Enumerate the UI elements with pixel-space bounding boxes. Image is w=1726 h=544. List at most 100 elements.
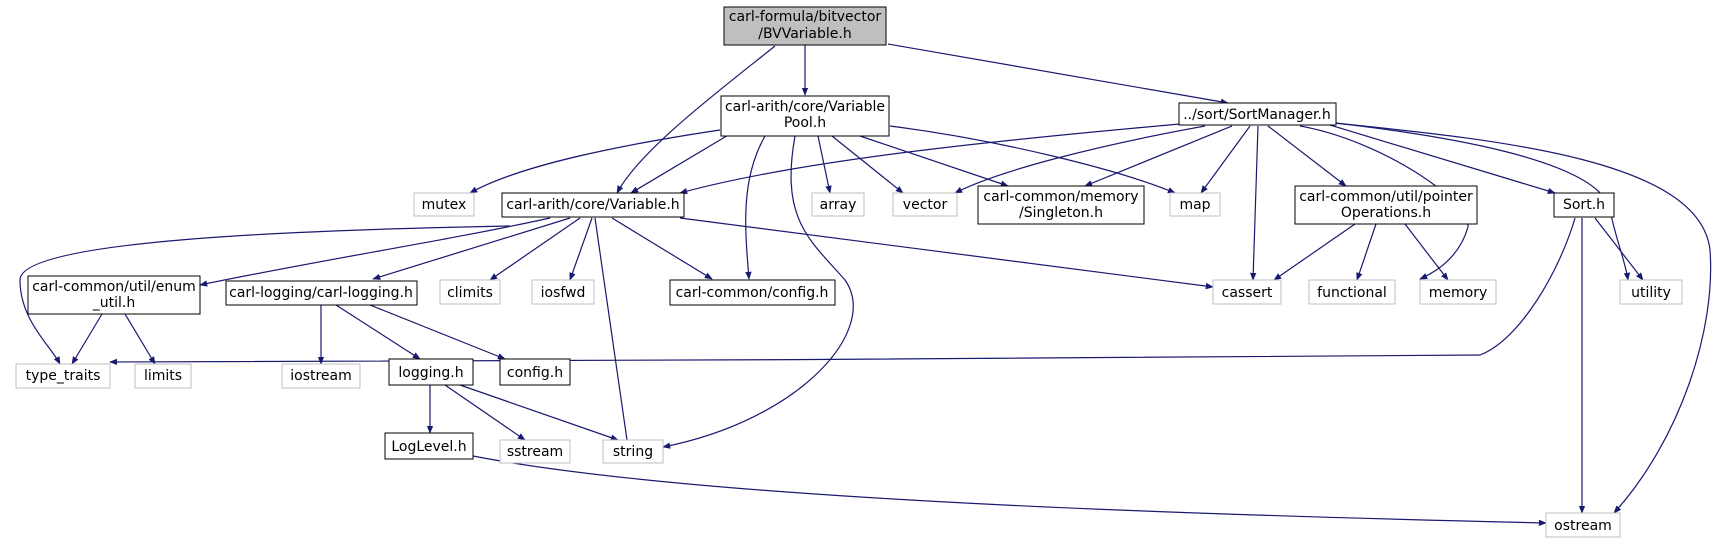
node-functional[interactable]: functional bbox=[1308, 279, 1396, 305]
node-memory[interactable]: memory bbox=[1419, 279, 1497, 305]
node-string-label: string bbox=[613, 444, 653, 460]
node-type-traits[interactable]: type_traits bbox=[15, 363, 111, 389]
node-carl-logging-label: carl-logging/carl-logging.h bbox=[229, 285, 413, 301]
node-loglevel[interactable]: LogLevel.h bbox=[384, 432, 474, 460]
nodes: carl-formula/bitvector /BVVariable.h car… bbox=[15, 6, 1683, 538]
node-sstream[interactable]: sstream bbox=[499, 439, 571, 464]
node-root-line-2: /BVVariable.h bbox=[758, 26, 851, 42]
node-variable-pool[interactable]: carl-arith/core/Variable Pool.h bbox=[720, 95, 890, 137]
node-cassert[interactable]: cassert bbox=[1212, 279, 1282, 305]
edge-variable-to-carl-logging bbox=[372, 217, 571, 280]
edge-root-to-variable bbox=[616, 45, 776, 194]
edge-sort-manager-to-variable bbox=[679, 123, 1181, 195]
node-sort-manager[interactable]: ../sort/SortManager.h bbox=[1178, 102, 1337, 126]
node-mutex[interactable]: mutex bbox=[413, 192, 475, 217]
edge-variable-pool-to-vector bbox=[831, 135, 904, 194]
edge-pointer-ops-to-cassert bbox=[1273, 223, 1356, 281]
node-memory-label: memory bbox=[1429, 285, 1488, 301]
edge-sort-manager-to-pointer-ops bbox=[1267, 125, 1347, 187]
edge-variable-pool-to-singleton bbox=[859, 135, 1009, 187]
edge-variable-to-iosfwd bbox=[569, 217, 593, 281]
node-singleton[interactable]: carl-common/memory /Singleton.h bbox=[977, 185, 1145, 225]
node-enum-util-line-2: _util.h bbox=[92, 295, 135, 311]
edge-sort-manager-to-vector bbox=[954, 125, 1206, 194]
node-variable-pool-line-2: Pool.h bbox=[784, 115, 826, 131]
node-array[interactable]: array bbox=[811, 192, 865, 217]
edge-enum-util-to-type-traits bbox=[71, 313, 103, 365]
node-utility-label: utility bbox=[1631, 285, 1671, 301]
edge-variable-to-climits bbox=[489, 217, 581, 281]
node-sort[interactable]: Sort.h bbox=[1553, 192, 1615, 218]
node-vector-label: vector bbox=[903, 197, 948, 213]
node-enum-util-line-1: carl-common/util/enum bbox=[32, 279, 196, 295]
node-config[interactable]: config.h bbox=[499, 358, 571, 386]
node-iostream-label: iostream bbox=[290, 368, 352, 384]
node-variable-pool-line-1: carl-arith/core/Variable bbox=[725, 99, 885, 115]
node-array-label: array bbox=[820, 197, 857, 213]
node-limits[interactable]: limits bbox=[134, 363, 192, 389]
edge-logging-to-string bbox=[459, 384, 619, 441]
node-carl-logging[interactable]: carl-logging/carl-logging.h bbox=[225, 280, 418, 306]
edge-variable-to-string bbox=[594, 217, 631, 448]
node-sstream-label: sstream bbox=[507, 444, 563, 460]
node-mutex-label: mutex bbox=[422, 197, 467, 213]
node-limits-label: limits bbox=[144, 368, 182, 384]
edge-sort-manager-to-singleton bbox=[1084, 125, 1233, 187]
edge-loglevel-to-ostream bbox=[472, 455, 1547, 527]
node-logging[interactable]: logging.h bbox=[388, 358, 474, 386]
node-sort-manager-label: ../sort/SortManager.h bbox=[1183, 107, 1331, 123]
node-ostream-label: ostream bbox=[1554, 518, 1612, 534]
edge-sort-manager-to-map bbox=[1200, 125, 1251, 194]
node-type-traits-label: type_traits bbox=[26, 368, 101, 384]
edge-variable-to-enum-util bbox=[199, 217, 551, 287]
node-sort-label: Sort.h bbox=[1563, 197, 1605, 213]
node-pointer-ops-line-1: carl-common/util/pointer bbox=[1299, 189, 1473, 205]
node-iostream[interactable]: iostream bbox=[281, 363, 361, 389]
edge-enum-util-to-limits bbox=[124, 313, 156, 365]
node-root-line-1: carl-formula/bitvector bbox=[729, 9, 882, 25]
edge-carl-logging-to-logging bbox=[335, 304, 421, 360]
edge-variable-pool-to-mutex bbox=[469, 129, 721, 194]
node-enum-util[interactable]: carl-common/util/enum _util.h bbox=[27, 275, 201, 315]
edge-sort-manager-to-sort bbox=[1319, 121, 1556, 194]
node-vector[interactable]: vector bbox=[892, 192, 958, 217]
node-variable[interactable]: carl-arith/core/Variable.h bbox=[501, 192, 685, 218]
edge-variable-to-carl-config bbox=[611, 217, 713, 280]
edge-pointer-ops-to-memory bbox=[1404, 223, 1449, 281]
edge-variable-pool-to-array bbox=[817, 135, 832, 194]
node-singleton-line-2: /Singleton.h bbox=[1019, 205, 1103, 221]
edge-pointer-ops-to-functional bbox=[1356, 223, 1377, 281]
edge-carl-logging-to-config bbox=[369, 304, 506, 360]
node-utility[interactable]: utility bbox=[1619, 279, 1683, 305]
node-logging-label: logging.h bbox=[398, 365, 463, 381]
edge-variable-pool-to-carl-config bbox=[745, 135, 766, 280]
node-carl-config-label: carl-common/config.h bbox=[676, 285, 829, 301]
node-string[interactable]: string bbox=[602, 439, 664, 464]
node-pointer-ops-line-2: Operations.h bbox=[1341, 205, 1431, 221]
node-map-label: map bbox=[1179, 197, 1210, 213]
node-ostream[interactable]: ostream bbox=[1545, 512, 1621, 538]
node-config-label: config.h bbox=[507, 365, 563, 381]
node-climits-label: climits bbox=[447, 285, 493, 301]
node-climits[interactable]: climits bbox=[439, 279, 501, 305]
node-carl-config[interactable]: carl-common/config.h bbox=[669, 279, 836, 306]
node-loglevel-label: LogLevel.h bbox=[391, 439, 466, 455]
node-map[interactable]: map bbox=[1169, 192, 1221, 217]
node-iosfwd[interactable]: iosfwd bbox=[531, 279, 595, 305]
edge-variable-to-type-traits bbox=[19, 225, 511, 365]
node-variable-label: carl-arith/core/Variable.h bbox=[506, 197, 679, 213]
edge-variable-pool-to-string bbox=[662, 135, 854, 449]
edge-variable-to-cassert bbox=[679, 217, 1214, 290]
node-root[interactable]: carl-formula/bitvector /BVVariable.h bbox=[723, 6, 887, 46]
node-pointer-ops[interactable]: carl-common/util/pointer Operations.h bbox=[1294, 185, 1478, 225]
node-functional-label: functional bbox=[1317, 285, 1387, 301]
edge-variable-pool-to-map bbox=[889, 125, 1176, 194]
edge-sort-manager-to-cassert bbox=[1250, 125, 1259, 281]
node-iosfwd-label: iosfwd bbox=[541, 285, 586, 301]
node-singleton-line-1: carl-common/memory bbox=[983, 189, 1138, 205]
node-cassert-label: cassert bbox=[1222, 285, 1273, 301]
edge-sort-to-utility bbox=[1594, 217, 1644, 281]
edge-root-to-sort-manager bbox=[887, 43, 1229, 105]
edge-logging-to-sstream bbox=[444, 384, 526, 441]
